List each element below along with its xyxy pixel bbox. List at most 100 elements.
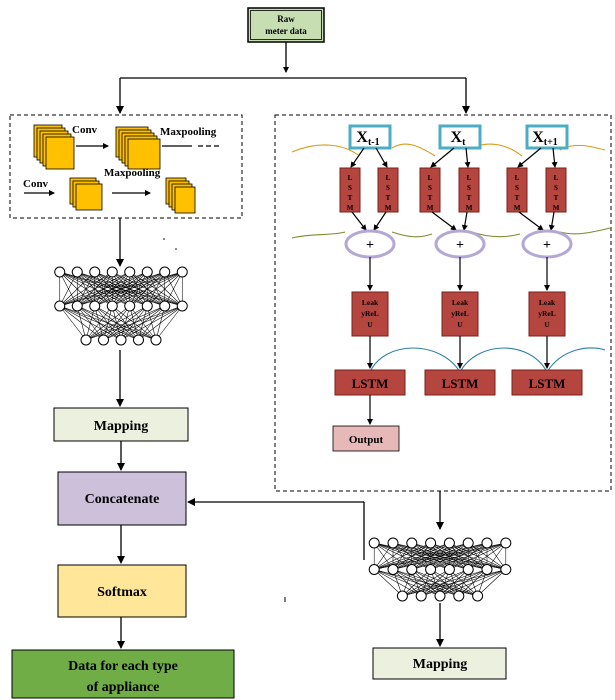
lstm-cell-small [419,167,441,213]
nn-neuron [159,266,171,278]
lstm-to-sum-arrow [351,211,367,231]
nn-edge [430,542,506,570]
lstm-cell-letter: L [467,174,472,182]
nn-edge [402,569,469,597]
input-to-lstm-arrow [517,147,542,168]
nn-neuron [141,266,153,278]
lstm-cell-letter: M [514,204,521,212]
nn-neuron [368,564,380,575]
nn-neuron [150,334,162,346]
right-to-concat-connector [187,498,365,560]
nn-neuron [176,300,188,312]
input-box [438,124,482,150]
nn-edge [374,542,412,570]
leaky-relu-text: U [457,320,463,329]
nn-edge [374,569,403,597]
lstm-to-sum-arrow [431,211,457,231]
input-box [348,124,392,150]
nn-edge [155,305,183,341]
lstm-cell-letter: M [427,204,434,212]
nn-edge [59,271,113,307]
nn-edge [120,305,183,341]
nn-edge [374,542,450,570]
lstm-to-sum-arrow [373,211,387,231]
nn-edge [402,569,431,597]
lstm-cell-letter: S [467,184,471,192]
nn-neuron [481,537,493,549]
nn-edge [402,569,450,597]
lstm-cell-letter: L [348,174,353,182]
feature-map [127,138,161,170]
bilstm-network: Xt-1LSTMLSTM+LeakyReLULSTMXtLSTMLSTM+Lea… [291,124,611,452]
lstm-cell-letter: M [347,204,354,212]
nn-edge [374,542,431,570]
nn-edge [421,569,506,597]
lstm-recurrent-arc [546,347,606,373]
lstm-large-label: LSTM [442,376,479,391]
nn-neuron [462,564,474,575]
lstm-cell-small [545,167,567,213]
lstm-cell-letter: T [467,194,472,202]
raw-label-line1: Raw [277,14,295,24]
nn-neuron [71,300,83,312]
feature-map [174,186,196,214]
lstm-cell-small [377,167,399,213]
backward-flow-line [559,227,611,235]
nn-neuron [98,334,109,346]
lstm-cell-letter: T [386,194,391,202]
feature-map [75,183,103,211]
raw-meter-data-node: Raw meter data [247,7,325,43]
nn-neuron [453,590,465,602]
lstm-recurrent-arc [459,347,548,373]
lstm-cell-large [511,369,583,396]
nn-neuron [89,300,101,312]
sum-symbol: + [366,238,374,253]
nn-neuron [124,266,136,278]
nn-edge [468,542,506,570]
nn-neuron [425,564,437,575]
nn-edge [77,271,183,307]
lstm-cell-letter: L [515,174,520,182]
nn-neuron [387,564,399,575]
lstm-block [274,114,612,492]
softmax-label: Softmax [97,585,147,600]
nn-edge [85,305,96,341]
lstm-large-label: LSTM [529,376,566,391]
output-label: Output [349,434,384,446]
nn-neuron [500,564,512,575]
concatenate-label: Concatenate [85,492,160,507]
sum-symbol: + [456,238,464,253]
nn-edge [85,305,148,341]
nn-edge [112,271,183,307]
lstm-cell-letter: S [428,184,432,192]
forward-flow-line [291,144,359,156]
leaky-relu-text: Leak [452,298,469,307]
input-to-lstm-arrow [350,147,365,168]
nn-edge [59,271,183,307]
nn-neuron [443,537,455,549]
lstm-to-sum-arrow [461,211,468,231]
nn-edge [85,305,165,341]
lstm-cell-letter: S [348,184,352,192]
sum-symbol: + [543,238,551,253]
nn-edge [147,271,183,307]
nn-neuron [443,564,455,575]
nn-edge [439,569,506,597]
leaky-relu-text: Leak [539,298,556,307]
nn-neuron [472,590,484,602]
leaky-relu-text: U [367,320,373,329]
stray-dot [175,248,177,250]
maxpooling-label-1: Maxpooling [160,126,217,138]
feature-map [45,136,75,170]
lstm-cell-letter: T [554,194,559,202]
input-to-lstm-arrow [464,147,471,168]
nn-edge [59,305,87,341]
input-to-lstm-arrow [375,147,388,168]
lstm-cell-small [458,167,480,213]
nn-edge [59,271,148,307]
conv-feature-maps [33,124,196,214]
output-box [332,425,400,452]
leaky-relu-text: yReL [451,309,469,318]
lstm-cell-letter: M [466,204,473,212]
